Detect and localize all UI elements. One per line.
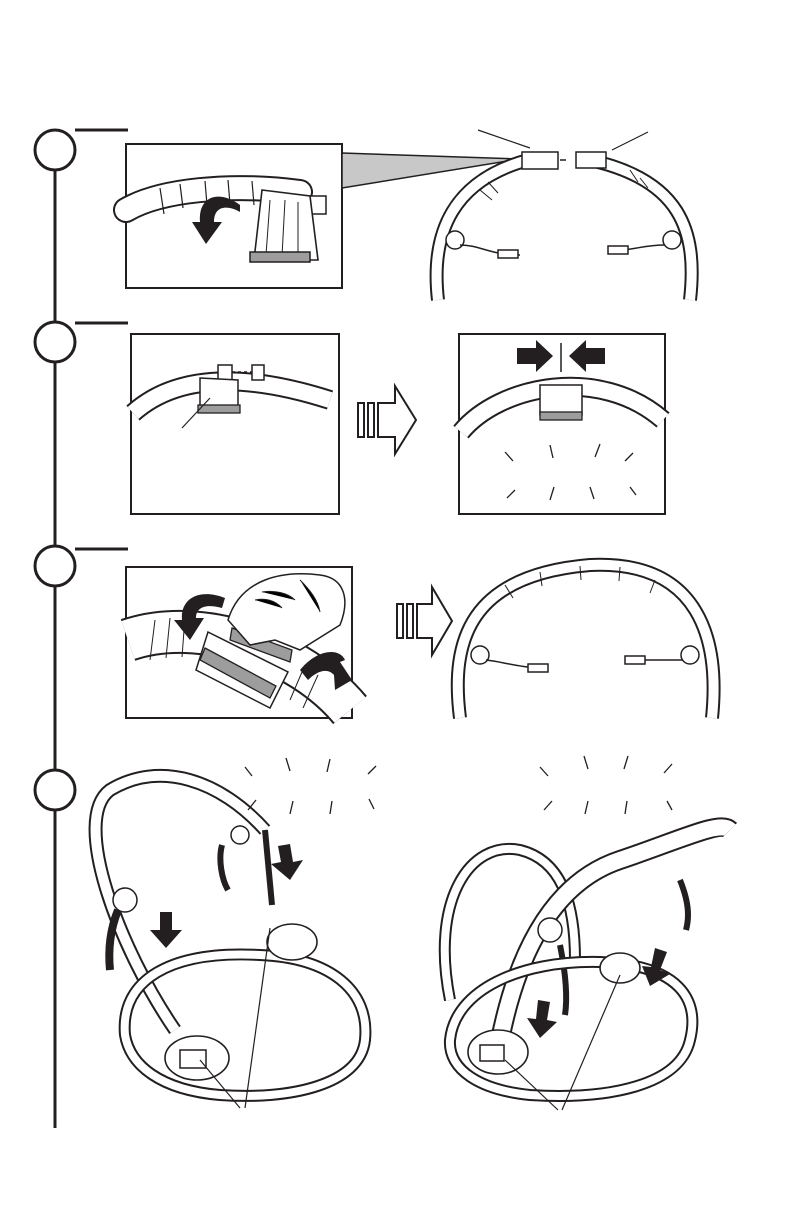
step-2-left-panel — [131, 334, 339, 514]
step-marker-4 — [35, 770, 75, 810]
step-4-right-drawing — [445, 756, 730, 1110]
step-marker-2 — [35, 322, 75, 362]
step-2-transition-arrow — [358, 386, 416, 454]
step-3-closeup-panel — [126, 567, 352, 718]
step-1-closeup-panel — [126, 144, 520, 288]
step-timeline — [55, 130, 128, 1128]
step-marker-3 — [35, 546, 75, 586]
step-4-left-drawing — [96, 758, 376, 1108]
step-marker-1 — [35, 130, 75, 170]
step-2-right-panel — [459, 334, 665, 514]
step-1-arch-halves — [437, 130, 692, 300]
step-3-transition-arrow — [397, 587, 452, 655]
step-3-assembled-arch — [458, 565, 714, 718]
